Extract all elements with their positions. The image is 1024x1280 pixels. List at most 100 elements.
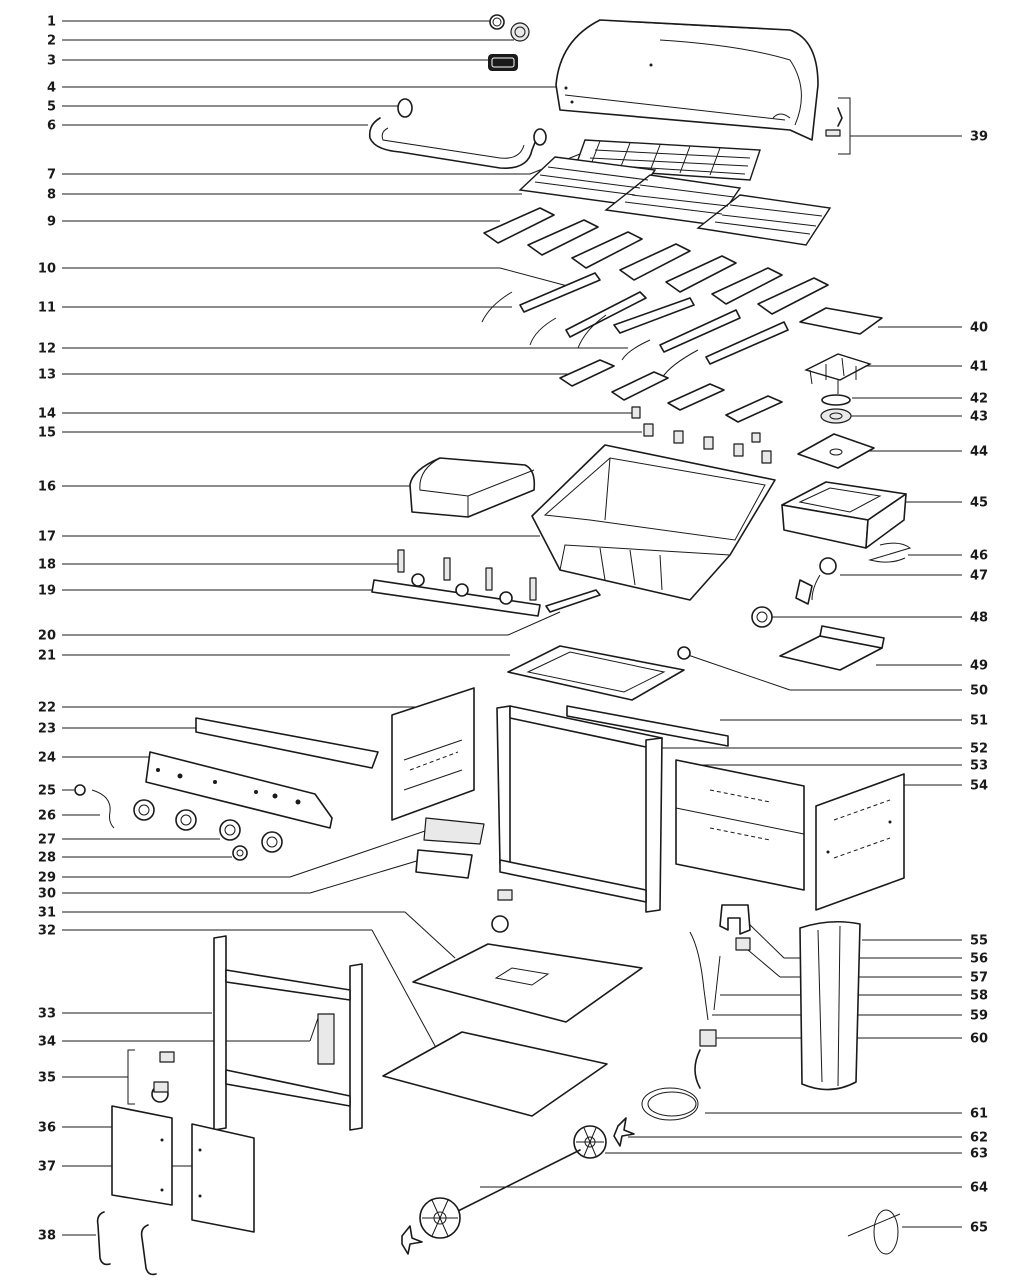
- side-burner-base: [797, 433, 875, 469]
- callout-number: 43: [970, 410, 988, 425]
- callout-number: 38: [38, 1229, 56, 1244]
- hinge-pin: [825, 107, 843, 137]
- callout-number: 28: [38, 851, 56, 866]
- gas-manifold: [371, 549, 541, 617]
- callout-number: 23: [38, 722, 56, 737]
- callout-number: 44: [970, 445, 988, 460]
- side-panel: [815, 773, 905, 911]
- callout-number: 8: [47, 188, 56, 203]
- callout-number: 51: [970, 714, 988, 729]
- callout-number: 60: [970, 1032, 988, 1047]
- logo-badge: [488, 54, 518, 71]
- callout-number: 65: [970, 1221, 988, 1236]
- callout-number: 64: [970, 1181, 988, 1196]
- callout-number: 30: [38, 887, 56, 902]
- callout-number: 46: [970, 549, 988, 564]
- callout-number: 52: [970, 742, 988, 757]
- callout-number: 13: [38, 368, 56, 383]
- leader-lines: [62, 20, 962, 1236]
- cart-frame-side: [213, 935, 363, 1131]
- callout-number: 7: [47, 168, 56, 183]
- callout-number: 39: [970, 130, 988, 145]
- flavorizer-bars: [483, 207, 829, 315]
- callout-number: 24: [38, 751, 56, 766]
- side-burner-grate: [804, 353, 872, 394]
- cookbox: [531, 444, 776, 601]
- drain-plug: [677, 646, 691, 660]
- callout-number: 10: [38, 262, 56, 277]
- callout-number: 25: [38, 784, 56, 799]
- callout-number: 20: [38, 629, 56, 644]
- callout-number: 57: [970, 971, 988, 986]
- control-knobs: [133, 799, 283, 861]
- callout-number: 50: [970, 684, 988, 699]
- control-panel-trim: [195, 717, 379, 769]
- callout-number: 19: [38, 584, 56, 599]
- gas-hose-regulator: [641, 931, 721, 1121]
- tank-scale-clip: [317, 1013, 335, 1065]
- callout-number: 37: [38, 1160, 56, 1175]
- callout-number: 35: [38, 1071, 56, 1086]
- callout-number: 56: [970, 952, 988, 967]
- callout-number: 17: [38, 530, 56, 545]
- callout-number: 12: [38, 342, 56, 357]
- side-shelf-tray: [779, 625, 885, 671]
- rear-panel: [391, 687, 475, 821]
- callout-number: 45: [970, 496, 988, 511]
- tank-brackets: [719, 904, 751, 951]
- casters: [151, 889, 513, 1103]
- callout-number: 3: [47, 54, 56, 69]
- igniter-clips: [631, 406, 772, 464]
- callout-number: 1: [47, 15, 56, 30]
- callout-number: 63: [970, 1147, 988, 1162]
- side-burner-tube: [545, 589, 601, 613]
- lower-shelf: [382, 1031, 608, 1117]
- lid-handle: [368, 98, 547, 169]
- callout-number: 58: [970, 989, 988, 1004]
- bottom-shelf: [412, 943, 643, 1023]
- side-burner-knob: [751, 606, 773, 628]
- cart-frame-front: [496, 705, 729, 913]
- callout-number: 61: [970, 1107, 988, 1122]
- callout-number: 6: [47, 119, 56, 134]
- callout-number: 53: [970, 759, 988, 774]
- thermometer: [489, 14, 530, 42]
- callout-number: 40: [970, 321, 988, 336]
- catch-pans: [415, 817, 485, 879]
- heat-deflectors: [559, 359, 783, 423]
- lid: [555, 19, 819, 141]
- tool-hook: [847, 1209, 901, 1255]
- burner-cap: [820, 394, 852, 424]
- callout-number: 29: [38, 871, 56, 886]
- callout-number: 62: [970, 1131, 988, 1146]
- callout-number: 22: [38, 701, 56, 716]
- callout-number: 48: [970, 611, 988, 626]
- left-callout-labels: 1234567891011121314151617181920212223242…: [38, 15, 56, 1244]
- callout-number: 59: [970, 1009, 988, 1024]
- callout-number: 2: [47, 34, 56, 49]
- side-burner-housing: [781, 481, 907, 549]
- callout-number: 9: [47, 215, 56, 230]
- callout-number: 16: [38, 480, 56, 495]
- side-burner-cover: [799, 307, 883, 335]
- callout-number: 32: [38, 924, 56, 939]
- cabinet-doors: [111, 1105, 255, 1233]
- cooking-grates: [518, 156, 832, 246]
- back-panel: [675, 759, 805, 891]
- callout-number: 47: [970, 569, 988, 584]
- callout-number: 54: [970, 779, 988, 794]
- igniter-button: [74, 784, 115, 829]
- callout-number: 18: [38, 558, 56, 573]
- callout-number: 4: [47, 81, 56, 96]
- callout-number: 5: [47, 100, 56, 115]
- control-panel: [145, 751, 333, 829]
- right-callout-labels: 3940414243444546474849505152535455565758…: [970, 130, 988, 1236]
- callout-number: 27: [38, 833, 56, 848]
- callout-number: 49: [970, 659, 988, 674]
- callout-number: 42: [970, 392, 988, 407]
- grease-tray: [507, 645, 685, 701]
- callout-number: 36: [38, 1121, 56, 1136]
- callout-number: 11: [38, 301, 56, 316]
- callout-number: 15: [38, 426, 56, 441]
